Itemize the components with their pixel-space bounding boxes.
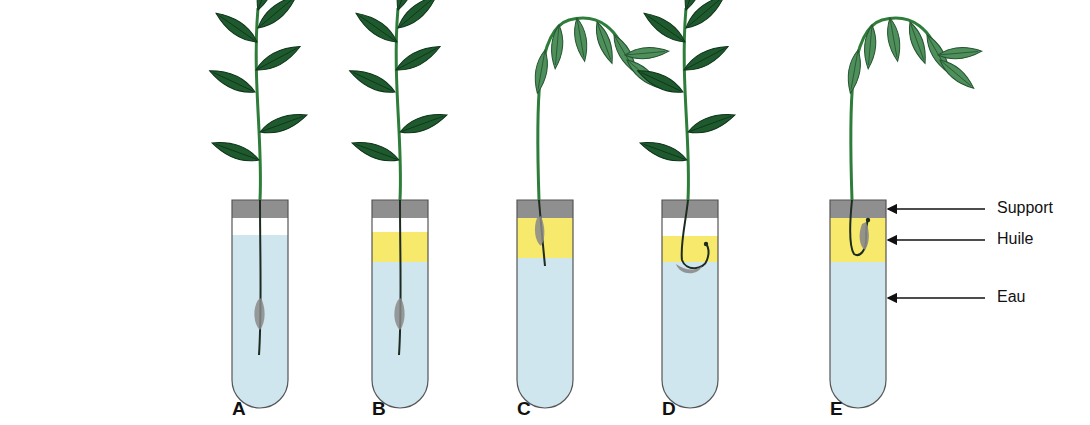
tube-letter: D — [662, 398, 676, 420]
leader-line — [888, 297, 985, 298]
tube-letter: C — [517, 398, 531, 420]
leader-line — [888, 208, 985, 209]
tube-letter: E — [830, 398, 843, 420]
test-tube-c — [517, 200, 573, 418]
part-label: Support — [997, 199, 1053, 217]
test-tube-d — [662, 200, 718, 422]
leader-line — [888, 239, 985, 240]
tube-letter: A — [232, 398, 246, 420]
tube-letter: B — [372, 398, 386, 420]
part-label: Eau — [997, 288, 1025, 306]
test-tube-a — [232, 200, 288, 415]
test-tube-b — [372, 200, 428, 422]
part-label: Huile — [997, 230, 1033, 248]
test-tube-e — [830, 200, 886, 422]
